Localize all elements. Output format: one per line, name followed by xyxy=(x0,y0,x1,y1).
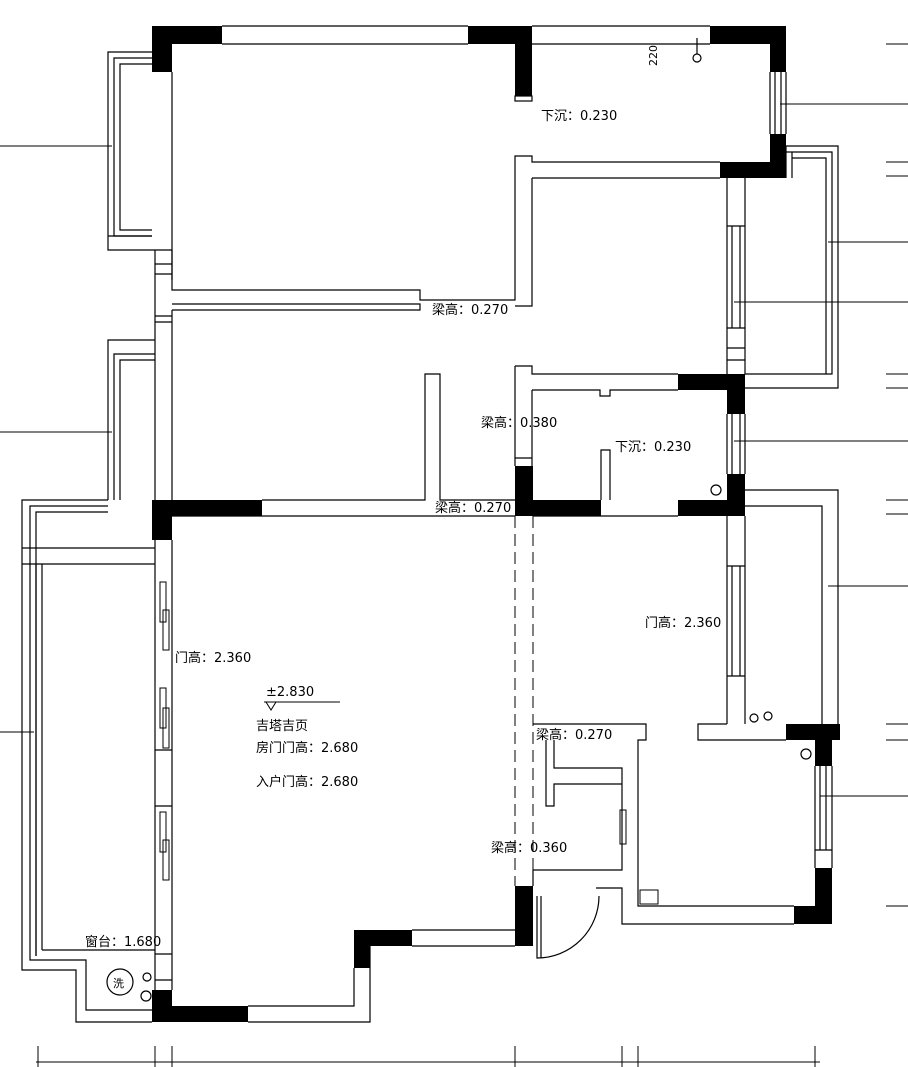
structural-walls xyxy=(152,26,840,1022)
label-ceiling-mark: 220 xyxy=(647,45,660,66)
label-door-1: 门高：2.360 xyxy=(175,650,251,666)
label-bay-window: 窗台：1.680 xyxy=(85,934,161,950)
wall-column xyxy=(770,26,786,72)
label-beam-2: 梁高：0.380 xyxy=(481,415,557,431)
label-door-2: 门高：2.360 xyxy=(645,615,721,631)
label-beam-4: 梁高：0.270 xyxy=(536,727,612,743)
label-sunken-2: 下沉：0.230 xyxy=(615,440,691,455)
wall-column xyxy=(152,500,172,540)
wall-column xyxy=(152,1006,248,1022)
wall-column xyxy=(786,724,840,740)
wall-column xyxy=(727,474,745,516)
label-note-1: 吉塔吉页 xyxy=(256,719,308,734)
dimension-lines xyxy=(0,43,908,1067)
wall-column xyxy=(710,26,786,44)
label-note-2: 房门门高：2.680 xyxy=(256,740,358,756)
wall-column xyxy=(152,500,262,516)
label-note-3: 入户门高：2.680 xyxy=(256,774,358,790)
wall-column xyxy=(815,740,832,766)
wall-column xyxy=(152,26,172,72)
label-beam-3: 梁高：0.270 xyxy=(435,500,511,516)
wall-column xyxy=(720,162,786,178)
label-level: ±2.830 xyxy=(266,685,314,700)
wall-column xyxy=(515,886,533,946)
wall-outlines xyxy=(21,25,839,1023)
label-fixture: 洗 xyxy=(113,977,124,990)
wall-column xyxy=(515,500,601,516)
label-beam-1: 梁高：0.270 xyxy=(432,302,508,318)
label-sunken-1: 下沉：0.230 xyxy=(541,109,617,124)
wall-column xyxy=(354,930,370,968)
wall-column xyxy=(727,374,745,414)
plan-labels: 下沉：0.230 梁高：0.270 梁高：0.380 下沉：0.230 梁高：0… xyxy=(85,45,721,990)
label-beam-5: 梁高：0.360 xyxy=(491,840,567,856)
wall-column xyxy=(794,906,832,924)
wall-column xyxy=(515,26,532,96)
